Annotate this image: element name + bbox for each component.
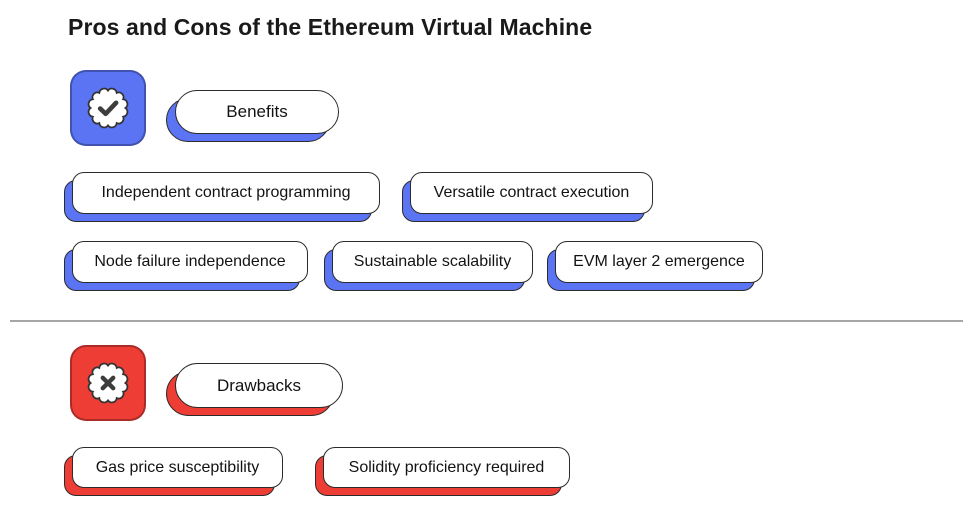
page-title: Pros and Cons of the Ethereum Virtual Ma… (68, 14, 593, 40)
benefit-chip: Sustainable scalability (324, 241, 533, 291)
benefits-heading-chip: Benefits (166, 90, 339, 142)
drawbacks-heading-chip: Drawbacks (166, 363, 343, 416)
benefit-chip: Versatile contract execution (402, 172, 653, 222)
benefit-label: EVM layer 2 emergence (555, 241, 763, 283)
benefit-label: Sustainable scalability (332, 241, 533, 283)
drawbacks-badge (70, 345, 146, 421)
benefit-chip: Node failure independence (64, 241, 308, 291)
drawback-label: Solidity proficiency required (323, 447, 570, 488)
benefit-chip: EVM layer 2 emergence (547, 241, 763, 291)
benefit-label: Node failure independence (72, 241, 308, 283)
drawback-chip: Gas price susceptibility (64, 447, 283, 496)
benefits-heading-label: Benefits (175, 90, 339, 134)
cross-seal-icon (87, 362, 129, 404)
drawback-chip: Solidity proficiency required (315, 447, 570, 496)
benefit-label: Versatile contract execution (410, 172, 653, 214)
check-seal-icon (87, 87, 129, 129)
benefit-chip: Independent contract programming (64, 172, 380, 222)
drawback-label: Gas price susceptibility (72, 447, 283, 488)
benefit-label: Independent contract programming (72, 172, 380, 214)
benefits-badge (70, 70, 146, 146)
section-divider (10, 320, 963, 322)
drawbacks-heading-label: Drawbacks (175, 363, 343, 408)
